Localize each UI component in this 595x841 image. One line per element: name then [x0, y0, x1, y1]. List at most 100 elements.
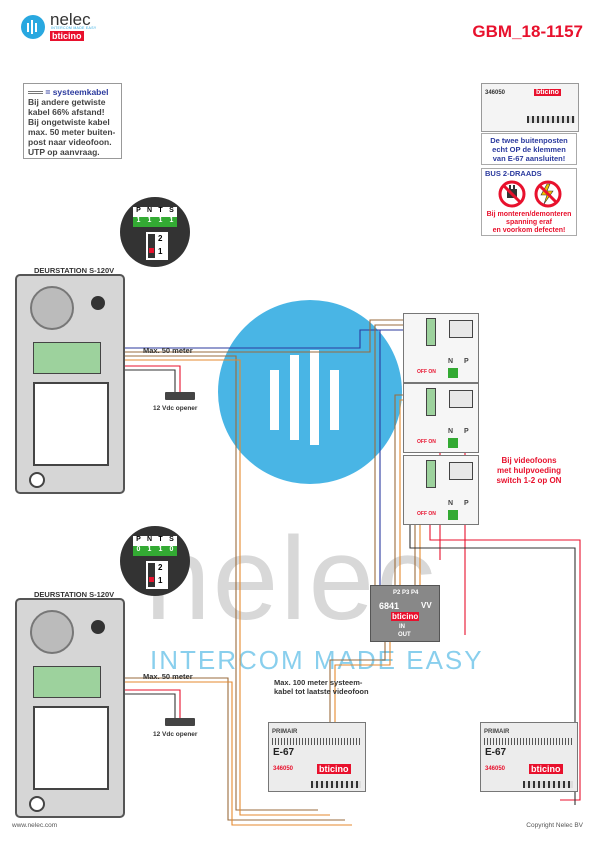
videophone-note: Bij videofoons met hulpvoeding switch 1-…	[484, 456, 574, 486]
monitor-icon	[449, 320, 473, 338]
watermark-logo-bars	[270, 350, 339, 445]
bus-wire	[82, 359, 330, 816]
note-line: kabel tot laatste videofoon	[274, 687, 369, 696]
np-n-label: N	[448, 358, 454, 365]
switch-block-1: 2 1	[146, 232, 168, 260]
bus-title: BUS 2-DRAADS	[485, 169, 542, 178]
switch-label: 2	[158, 563, 163, 572]
bus-wire	[329, 640, 386, 760]
jumper-label: 1	[166, 217, 177, 227]
jumper-block-2: P N T S 0 1 1 0	[133, 536, 177, 556]
switch-label: 1	[158, 576, 163, 585]
opener-label-1: 12 Vdc opener	[153, 405, 198, 412]
videophone-3: N P OFF ON	[403, 455, 479, 525]
psu-terminals	[311, 781, 361, 788]
door-station-title: DEURSTATION S-120V	[34, 590, 115, 599]
cable-note-line: post naar videofoon.	[28, 137, 112, 147]
np-p-label: P	[464, 500, 469, 507]
distributor-out: OUT	[398, 632, 411, 638]
footer-copyright: Copyright Nelec BV	[526, 822, 583, 829]
np-jumper	[448, 438, 458, 448]
jumper-label: 1	[144, 217, 155, 227]
bus-wire	[82, 681, 352, 826]
cable-note-line: kabel 66% afstand!	[28, 107, 105, 117]
jumper-label: 1	[144, 546, 155, 556]
psu-primary: PRIMAIR	[484, 729, 510, 735]
psu-model: E-67	[485, 747, 507, 758]
distributor-in: IN	[399, 624, 405, 630]
power-wire	[409, 505, 576, 805]
warning-line: spanning eraf	[506, 219, 552, 226]
switch-label: 1	[158, 247, 163, 256]
np-n-label: N	[448, 428, 454, 435]
terminal-label: T	[158, 207, 163, 214]
warning-line: Bij monteren/demonteren	[486, 211, 572, 218]
door-station-1: DEURSTATION S-120V	[15, 266, 125, 494]
power-supply-2: PRIMAIR E-67 346050 bticino	[480, 722, 578, 792]
terminal-strip	[426, 318, 436, 346]
np-jumper	[448, 368, 458, 378]
bus-wire	[82, 677, 345, 821]
camera-icon	[30, 610, 74, 654]
system-cable-note: Max. 100 meter systeem- kabel tot laatst…	[274, 678, 369, 696]
psu-terminals	[523, 781, 573, 788]
jumper-label: 1	[155, 546, 166, 556]
no-plug-icon	[498, 180, 562, 208]
module-thumbnail: 346050 bticino	[481, 83, 579, 132]
terminal-label: S	[169, 207, 174, 214]
button-frame	[33, 382, 109, 466]
cable-note-box: = systeemkabel Bij andere getwiste kabel…	[23, 83, 122, 159]
speaker-icon	[91, 620, 105, 634]
jumper-label: 0	[133, 546, 144, 556]
distributor-suffix: VV	[421, 601, 432, 610]
switch-block-2: 2 1	[146, 561, 168, 589]
warning-line: echt OP de klemmen	[492, 145, 566, 154]
terminal-block	[33, 342, 101, 374]
terminal-label: S	[169, 536, 174, 543]
offon-label: OFF ON	[417, 369, 436, 375]
terminal-label: P	[136, 536, 141, 543]
psu-vents	[272, 738, 360, 745]
videophone-2: N P OFF ON	[403, 383, 479, 453]
warning-line: De twee buitenposten	[490, 136, 568, 145]
port-label: P2	[393, 590, 401, 596]
np-jumper	[448, 510, 458, 520]
monitor-icon	[449, 390, 473, 408]
opener-label-2: 12 Vdc opener	[153, 731, 198, 738]
psu-model: E-67	[273, 747, 295, 758]
bus-wire	[82, 329, 440, 349]
door-station-2: DEURSTATION S-120V	[15, 590, 125, 818]
terminal-label: N	[146, 207, 153, 214]
cable-legend-label: = systeemkabel	[45, 87, 109, 97]
np-p-label: P	[464, 428, 469, 435]
distributor-brand: bticino	[391, 612, 420, 621]
bottom-screw-icon	[29, 472, 45, 488]
cable-note-line: Bij ongetwiste kabel	[28, 117, 110, 127]
brand-logo	[20, 14, 46, 45]
offon-label: OFF ON	[417, 439, 436, 445]
cable-note-line: Bij andere getwiste	[28, 97, 106, 107]
psu-code: 346050	[485, 766, 506, 772]
psu-brand: bticino	[317, 764, 351, 774]
brand-name: nelec	[50, 10, 91, 29]
terminal-strip	[426, 460, 436, 488]
psu-code: 346050	[273, 766, 294, 772]
monitor-icon	[449, 462, 473, 480]
cable-legend: = systeemkabel	[28, 87, 117, 97]
button-frame	[33, 706, 109, 790]
module-terminals	[527, 116, 575, 123]
max-distance-label-1: Max. 50 meter	[143, 346, 193, 355]
distributor-ports: P2 P3 P4	[393, 590, 418, 596]
opener-icon-1	[165, 392, 195, 400]
bottom-screw-icon	[29, 796, 45, 812]
jumper-label: 0	[166, 546, 177, 556]
module-brand: bticino	[534, 89, 561, 96]
opener-icon-2	[165, 718, 195, 726]
note-line: Max. 100 meter systeem-	[274, 678, 363, 687]
terminal-label: P	[136, 207, 141, 214]
jumper-label: 1	[155, 217, 166, 227]
offon-label: OFF ON	[417, 511, 436, 517]
np-n-label: N	[448, 500, 454, 507]
watermark-tagline: INTERCOM MADE EASY	[150, 645, 484, 675]
module-code: 346050	[485, 90, 506, 96]
